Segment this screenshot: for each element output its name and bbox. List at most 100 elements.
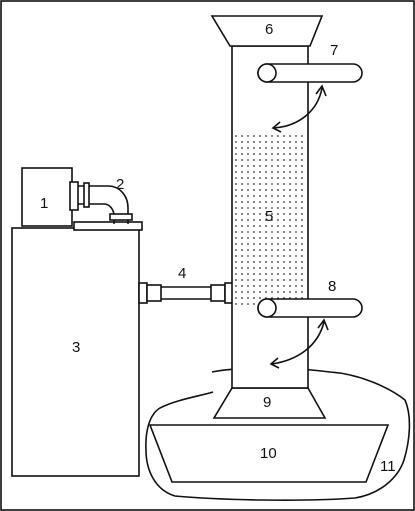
packing-dot (259, 285, 261, 287)
packing-dot (241, 195, 243, 197)
column-top-funnel (210, 15, 324, 47)
packing-dot (289, 147, 291, 149)
packing-dot (289, 153, 291, 155)
packing-dot (301, 165, 303, 167)
packing-dot (289, 249, 291, 251)
packing-dot (301, 153, 303, 155)
label-5: 5 (265, 208, 273, 225)
packing-dot (265, 237, 267, 239)
packing-dot (283, 189, 285, 191)
packing-dot (295, 249, 297, 251)
packing-dot (259, 189, 261, 191)
packing-dot (289, 213, 291, 215)
packing-dot (295, 231, 297, 233)
packing-dot (301, 231, 303, 233)
label-1: 1 (40, 195, 48, 212)
packing-dot (301, 159, 303, 161)
packing-dot (265, 267, 267, 269)
label-9: 9 (263, 394, 271, 411)
packing-dot (265, 189, 267, 191)
packing-dot (253, 303, 255, 305)
packing-dot (235, 201, 237, 203)
packing-dot (295, 159, 297, 161)
packing-dot (247, 225, 249, 227)
packing-dot (283, 279, 285, 281)
packing-dot (235, 147, 237, 149)
packing-dot (259, 201, 261, 203)
packing-dot (277, 195, 279, 197)
packing-dot (241, 213, 243, 215)
packing-dot (241, 159, 243, 161)
packing-dot (289, 243, 291, 245)
packing-dot (253, 141, 255, 143)
packing-dot (265, 153, 267, 155)
packing-dot (247, 297, 249, 299)
packing-dot (277, 213, 279, 215)
packing-dot (241, 219, 243, 221)
packing-dot (247, 201, 249, 203)
packing-dot (253, 219, 255, 221)
pipe-flange-left-outer (138, 282, 148, 304)
packing-dot (265, 201, 267, 203)
packing-dot (271, 201, 273, 203)
packing-dot (265, 225, 267, 227)
packing-dot (271, 165, 273, 167)
packing-dot (241, 279, 243, 281)
packing-dot (301, 189, 303, 191)
packing-dot (271, 171, 273, 173)
packing-dot (295, 285, 297, 287)
packing-dot (277, 171, 279, 173)
packing-dot (235, 273, 237, 275)
packing-dot (271, 231, 273, 233)
packing-dot (277, 141, 279, 143)
packing-dot (235, 285, 237, 287)
packing-dot (301, 219, 303, 221)
packing-dot (271, 285, 273, 287)
packing-dot (247, 141, 249, 143)
packing-dot (265, 195, 267, 197)
packing-dot (253, 249, 255, 251)
packing-dot (283, 159, 285, 161)
packing-dot (295, 255, 297, 257)
packing-dot (277, 279, 279, 281)
packing-dot (271, 225, 273, 227)
packing-dot (283, 213, 285, 215)
packing-dot (289, 141, 291, 143)
packing-dot (295, 261, 297, 263)
packing-dot (253, 165, 255, 167)
packing-dot (241, 207, 243, 209)
packing-dot (295, 153, 297, 155)
packing-dot (259, 183, 261, 185)
packing-dot (247, 183, 249, 185)
packing-dot (301, 273, 303, 275)
packing-dot (241, 261, 243, 263)
packing-dot (247, 213, 249, 215)
packing-dot (283, 267, 285, 269)
packing-dot (265, 243, 267, 245)
packing-dot (301, 291, 303, 293)
packing-dot (271, 189, 273, 191)
packing-dot (283, 171, 285, 173)
pump-flange (69, 181, 79, 211)
pipe-flange-left (146, 284, 162, 302)
packing-region (235, 135, 303, 305)
packing-dot (247, 195, 249, 197)
packing-dot (247, 231, 249, 233)
packing-dot (283, 243, 285, 245)
packing-dot (241, 177, 243, 179)
packing-dot (277, 261, 279, 263)
packing-dot (289, 237, 291, 239)
packing-dot (295, 219, 297, 221)
packing-dot (235, 291, 237, 293)
packing-dot (277, 231, 279, 233)
packing-dot (289, 225, 291, 227)
packing-dot (283, 249, 285, 251)
ground-area (145, 367, 411, 501)
packing-dot (277, 243, 279, 245)
packing-dot (289, 255, 291, 257)
lower-tube-end (257, 298, 277, 318)
packing-dot (259, 171, 261, 173)
packing-dot (301, 177, 303, 179)
packing-dot (247, 249, 249, 251)
packing-dot (271, 219, 273, 221)
